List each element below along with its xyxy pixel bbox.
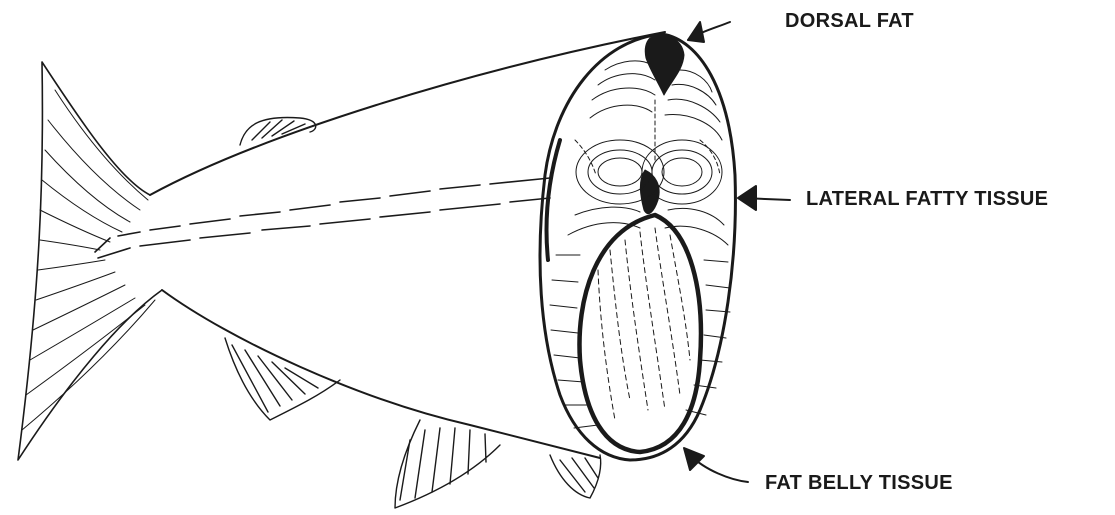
dorsal-fat-label: DORSAL FAT — [785, 10, 914, 33]
lateral-fatty-tissue-label: LATERAL FATTY TISSUE — [806, 188, 1048, 211]
spine-center — [640, 170, 659, 214]
lateral-arrow — [738, 186, 790, 210]
dorsal-fin — [240, 117, 316, 145]
dorsal-fat-patch — [645, 36, 684, 95]
cross-section — [540, 34, 735, 460]
belly-striations — [598, 228, 690, 420]
pectoral-fin — [550, 455, 601, 498]
dorsal-arrow — [688, 22, 730, 42]
pelvic-fin — [395, 420, 500, 508]
belly-arrow — [684, 448, 748, 482]
lateral-line — [95, 178, 550, 258]
section-outline — [540, 34, 735, 460]
fat-belly-tissue-label: FAT BELLY TISSUE — [765, 472, 953, 495]
anal-fin — [225, 338, 340, 420]
belly-cavity — [579, 215, 700, 452]
muscle-contours — [550, 61, 730, 428]
tail-fin — [18, 62, 162, 460]
